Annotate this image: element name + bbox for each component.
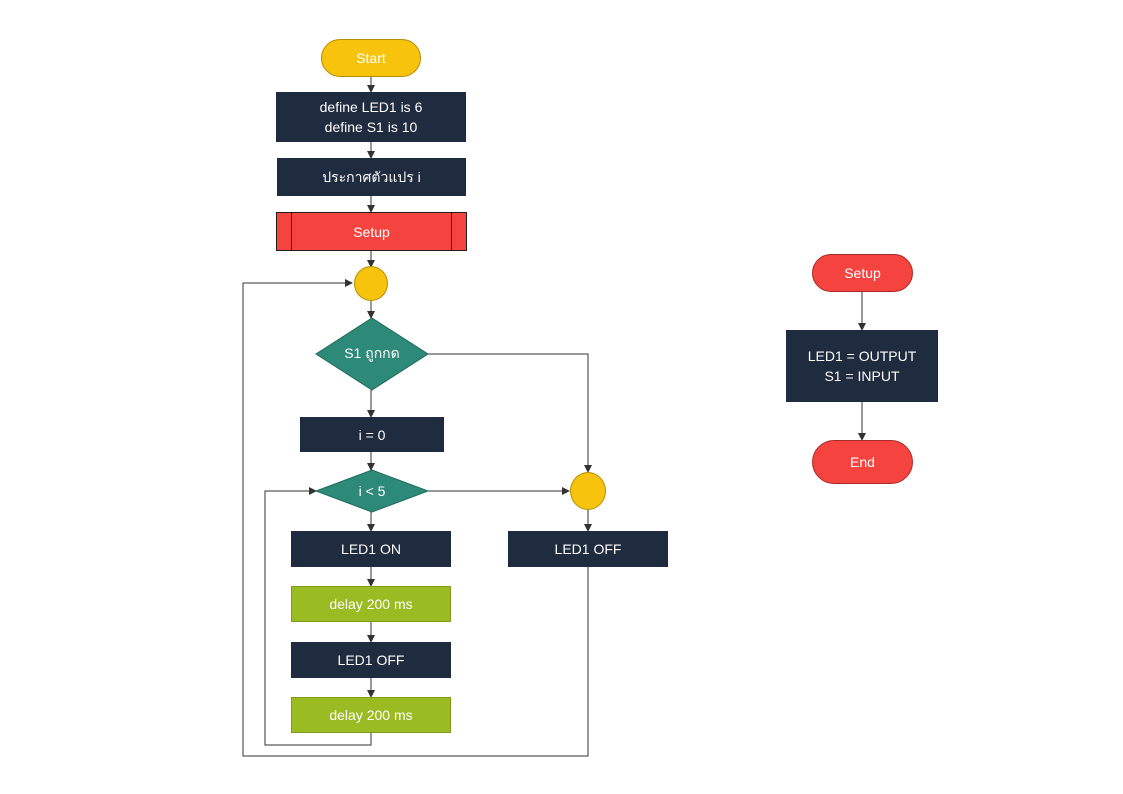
delay-200ms-box-2[interactable]: delay 200 ms xyxy=(291,697,451,733)
setup-start-terminal[interactable]: Setup xyxy=(812,254,913,292)
loop-connector-top[interactable] xyxy=(354,266,388,301)
define-process-box[interactable]: define LED1 is 6 define S1 is 10 xyxy=(276,92,466,142)
setup-subroutine-box[interactable]: Setup xyxy=(276,212,467,251)
connector-lines xyxy=(242,77,866,757)
subroutine-right-bar xyxy=(451,213,452,250)
decision-i-less-5-shape xyxy=(314,469,430,513)
decision-s1-pressed-label[interactable]: S1 ถูกกด xyxy=(344,345,400,361)
merge-connector-right[interactable] xyxy=(570,472,606,510)
declare-variable-box[interactable]: ประกาศตัวแปร i xyxy=(277,158,466,196)
decision-i-less-5-label[interactable]: i < 5 xyxy=(358,483,386,499)
arrow-outer-loop-back xyxy=(242,279,589,757)
led1-off-else-box[interactable]: LED1 OFF xyxy=(508,531,668,567)
led1-on-box[interactable]: LED1 ON xyxy=(291,531,451,567)
setup-subroutine-label: Setup xyxy=(353,223,390,240)
delay-200ms-box-1[interactable]: delay 200 ms xyxy=(291,586,451,622)
init-i-box[interactable]: i = 0 xyxy=(300,417,444,452)
setup-body-box[interactable]: LED1 = OUTPUT S1 = INPUT xyxy=(786,330,938,402)
start-terminal[interactable]: Start xyxy=(321,39,421,77)
subroutine-left-bar xyxy=(291,213,292,250)
arrow-s1-no-connector xyxy=(428,353,592,473)
arrow-inner-loop-back xyxy=(264,487,372,746)
led1-off-loop-box[interactable]: LED1 OFF xyxy=(291,642,451,678)
setup-end-terminal[interactable]: End xyxy=(812,440,913,484)
decision-s1-pressed-shape xyxy=(315,317,429,391)
